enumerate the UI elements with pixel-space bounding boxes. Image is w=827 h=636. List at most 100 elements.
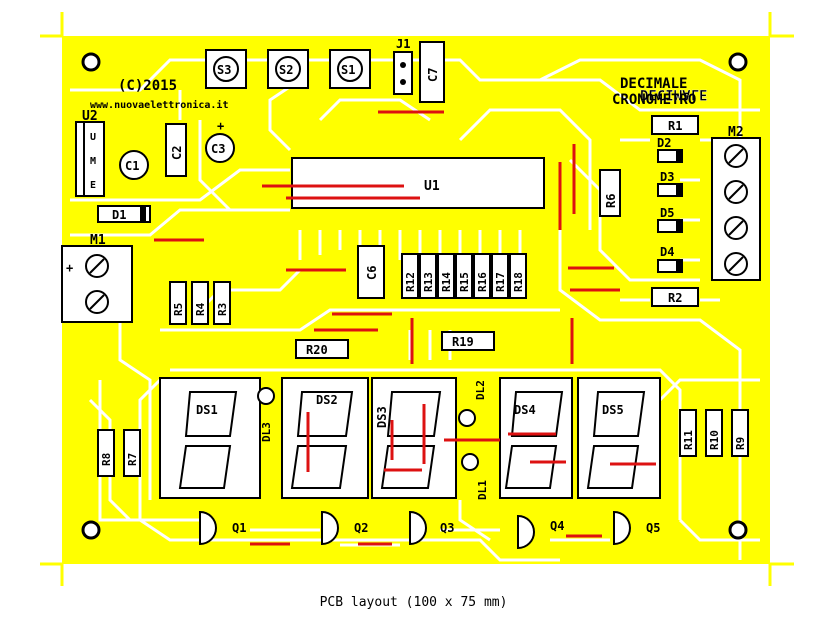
ds2-display [281,377,369,499]
q3-label: Q3 [440,521,454,535]
figure-caption: PCB layout (100 x 75 mm) [319,595,508,610]
title-line-2: DECIMALE [620,76,687,92]
d2-label: D2 [657,136,671,150]
q1-transistor [199,510,217,546]
diodes-d2-d5: D2 D3 D5 D4 [657,136,683,273]
title-line-mirrored: DECIMALE [640,86,707,102]
r11-label: R11 [682,430,695,450]
r3-label: R3 [216,303,229,316]
c7-capacitor [419,41,445,103]
r6-label: R6 [604,194,618,208]
c7-label: C7 [426,68,440,82]
dl1-led [461,453,479,471]
r10-label: R10 [708,430,721,450]
ds5-display [577,377,661,499]
ds3-label: DS3 [375,406,389,428]
r14-label: R14 [440,272,453,292]
q2-transistor [321,510,339,546]
transistors [199,510,631,550]
dl2-label: DL2 [474,380,487,400]
r1-resistor [651,115,699,135]
pushbuttons: S3 S2 S1 [205,49,371,89]
d5-label: D5 [660,206,674,220]
r20-resistor [295,339,349,359]
r2-label: R2 [668,291,682,305]
r19-resistor [441,331,495,351]
m1-plus: + [66,261,73,275]
r20-label: R20 [306,343,328,357]
dl3-led [257,387,275,405]
r6-resistor [599,169,621,217]
resistors-r3-r5: R5 R4 R3 [169,281,231,325]
r1-label: R1 [668,119,682,133]
ds1-display [159,377,261,499]
r7-resistor [123,429,141,477]
d1-label: D1 [112,208,126,222]
c2-capacitor [165,123,187,177]
ds4-label: DS4 [514,403,536,417]
dl3-label: DL3 [260,422,273,442]
r8-resistor [97,429,115,477]
r9-label: R9 [734,437,747,450]
r7-label: R7 [126,453,139,466]
credits-text: www.nuovaelettronica.it [90,99,228,111]
dl2-led [458,409,476,427]
ds1-label: DS1 [196,403,218,417]
crop-marks [40,12,794,586]
ds3-display [371,377,457,499]
r4-label: R4 [194,302,207,316]
dl1-label: DL1 [476,480,489,500]
c2-label: C2 [170,146,184,160]
j1-connector [393,51,413,95]
r15-label: R15 [458,272,471,292]
q2-label: Q2 [354,521,368,535]
mounting-hole-bottom-left [81,520,101,540]
q4-label: Q4 [550,519,564,533]
u2-pin-m: M [90,156,96,167]
d3-label: D3 [660,170,674,184]
u2-label: U2 [82,109,98,124]
c3-capacitor [205,133,235,163]
c6-label: C6 [365,266,379,280]
r8-label: R8 [100,453,113,466]
r19-label: R19 [452,335,474,349]
ds5-label: DS5 [602,403,624,417]
c1-label: C1 [125,159,139,173]
r11-resistor [679,409,697,457]
m1-label: M1 [90,233,106,248]
s3-label: S3 [217,63,231,77]
u1-label: U1 [424,179,440,194]
j1-label: J1 [396,37,410,51]
r2-resistor [651,287,699,307]
q3-transistor [409,510,427,546]
s2-label: S2 [279,63,293,77]
title-line-1: CRONOMETRO [612,92,696,108]
u2-pin-e: E [90,180,96,191]
r5-label: R5 [172,303,185,316]
mounting-hole-bottom-right [728,520,748,540]
m2-label: M2 [728,125,744,140]
s1-label: S1 [341,63,355,77]
mounting-holes [81,52,748,540]
resistor-bank: R12 R13 R14 R15 R16 R17 R18 [401,253,527,299]
d1-diode [97,205,151,223]
jumper-wires [154,110,656,546]
q4-transistor [517,514,535,550]
c3-plus: + [217,119,224,133]
r18-label: R18 [512,272,525,292]
mounting-hole-top-right [728,52,748,72]
d4-label: D4 [660,245,674,259]
ds4-display [499,377,573,499]
mounting-hole-top-left [81,52,101,72]
u2-pin-u: U [90,132,96,143]
r13-label: R13 [422,272,435,292]
copyright-text: (C)2015 [118,78,177,94]
seven-segment-displays: DS1 DS2 DS3 DS4 DS5 [159,377,661,499]
c3-label: C3 [211,142,225,156]
q1-label: Q1 [232,521,246,535]
c1-capacitor [119,150,149,180]
r17-label: R17 [494,272,507,292]
q5-label: Q5 [646,521,660,535]
